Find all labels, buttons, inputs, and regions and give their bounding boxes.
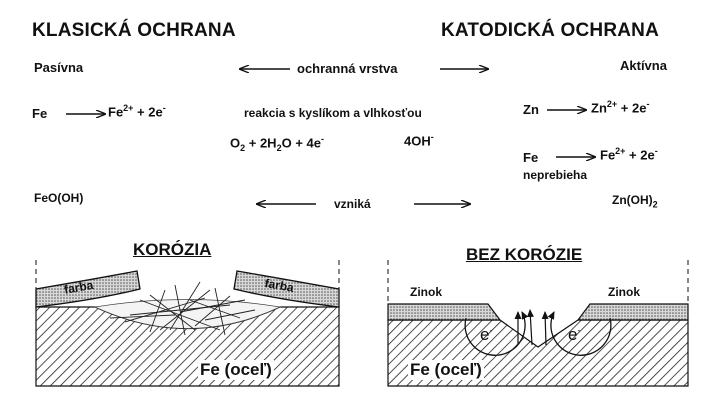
oxygen-moisture-reaction-label: reakcia s kyslíkom a vlhkosťou [244, 106, 422, 120]
protective-layer-label: ochranná vrstva [297, 61, 398, 76]
electron-flow-left [464, 311, 529, 356]
rust-fibers [109, 281, 256, 336]
up-arrow-c [541, 311, 549, 346]
passive-label: Pasívna [34, 60, 84, 75]
right-fe-product: Fe2+ + 2e- [600, 146, 658, 163]
paint-layer-left [35, 270, 141, 308]
zinc-layer-left [387, 303, 502, 321]
no-corrosion-title: BEZ KORÓZIE [466, 245, 583, 264]
right-zn-reactant: Zn [523, 102, 539, 117]
does-not-occur-note: neprebieha [523, 168, 588, 182]
left-fe-product: Fe2+ + 2e- [108, 103, 166, 120]
right-zn-product: Zn2+ + 2e- [591, 99, 650, 116]
classic-protection-title: KLASICKÁ OCHRANA [32, 20, 236, 41]
electron-flow-right [547, 311, 612, 356]
iron-oxyhydroxide-product: FeO(OH) [34, 191, 84, 205]
steel-label-right: Fe (oceľ) [408, 360, 484, 380]
electron-label-right: e- [568, 325, 581, 344]
cathodic-protection-title: KATODICKÁ OCHRANA [441, 20, 660, 41]
no-corrosion-panel [387, 260, 689, 387]
corrosion-title: KORÓZIA [133, 240, 212, 259]
hydroxide-product: 4OH- [404, 132, 434, 149]
paint-layer-right [233, 270, 340, 308]
steel-label-left: Fe (oceľ) [198, 360, 274, 380]
zinc-layer-right [576, 303, 689, 321]
left-fe-reactant: Fe [32, 106, 48, 121]
zinc-label-right: Zinok [608, 285, 640, 299]
electron-label-left: e- [480, 325, 493, 344]
active-label: Aktívna [620, 58, 667, 73]
rust-pit [93, 299, 282, 329]
zinc-label-left: Zinok [410, 285, 442, 299]
up-arrow-b [526, 309, 534, 346]
right-fe-reactant: Fe [523, 150, 539, 165]
oxygen-reduction-equation: O2 + 2H2O + 4e- [230, 134, 324, 153]
zinc-hydroxide-product: Zn(OH)2 [612, 193, 658, 210]
forms-label: vzniká [334, 197, 371, 211]
